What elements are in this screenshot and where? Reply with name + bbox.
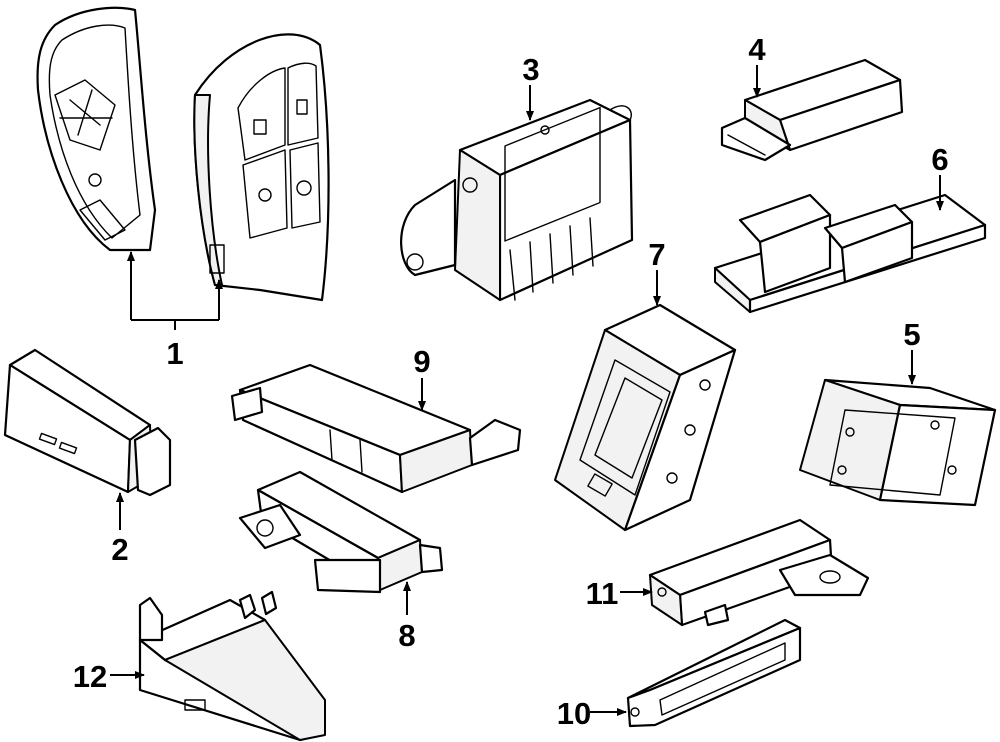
callout-3: 3 xyxy=(522,52,539,87)
callout-12: 12 xyxy=(73,659,107,694)
part-1-key-fob-front[interactable] xyxy=(193,33,330,302)
callout-10: 10 xyxy=(557,696,591,731)
part-7-module[interactable] xyxy=(554,303,737,532)
part-3-control-module[interactable] xyxy=(400,98,634,302)
callout-11: 11 xyxy=(586,576,619,611)
part-2-module[interactable] xyxy=(3,348,172,497)
callout-7: 7 xyxy=(648,237,665,272)
part-5-module[interactable] xyxy=(799,378,997,507)
part-9-antenna[interactable] xyxy=(230,363,522,494)
part-12-bracket-module[interactable] xyxy=(138,590,326,742)
callout-8: 8 xyxy=(398,618,415,653)
part-6-tray[interactable] xyxy=(713,193,987,314)
callout-5: 5 xyxy=(903,317,920,352)
callout-labels: 1 2 3 4 5 6 7 8 9 10 11 12 xyxy=(73,32,949,731)
part-8-antenna[interactable] xyxy=(238,470,444,594)
callout-6: 6 xyxy=(931,142,948,177)
callout-4: 4 xyxy=(748,32,766,67)
leader-lines xyxy=(110,65,944,716)
part-11-antenna[interactable] xyxy=(648,518,870,627)
callout-1: 1 xyxy=(166,336,183,371)
callout-9: 9 xyxy=(413,344,430,379)
part-1-key-fob-shell[interactable] xyxy=(36,6,157,252)
callout-2: 2 xyxy=(111,532,128,567)
part-10-handle-sensor[interactable] xyxy=(626,618,802,728)
part-4-receiver[interactable] xyxy=(720,58,904,162)
